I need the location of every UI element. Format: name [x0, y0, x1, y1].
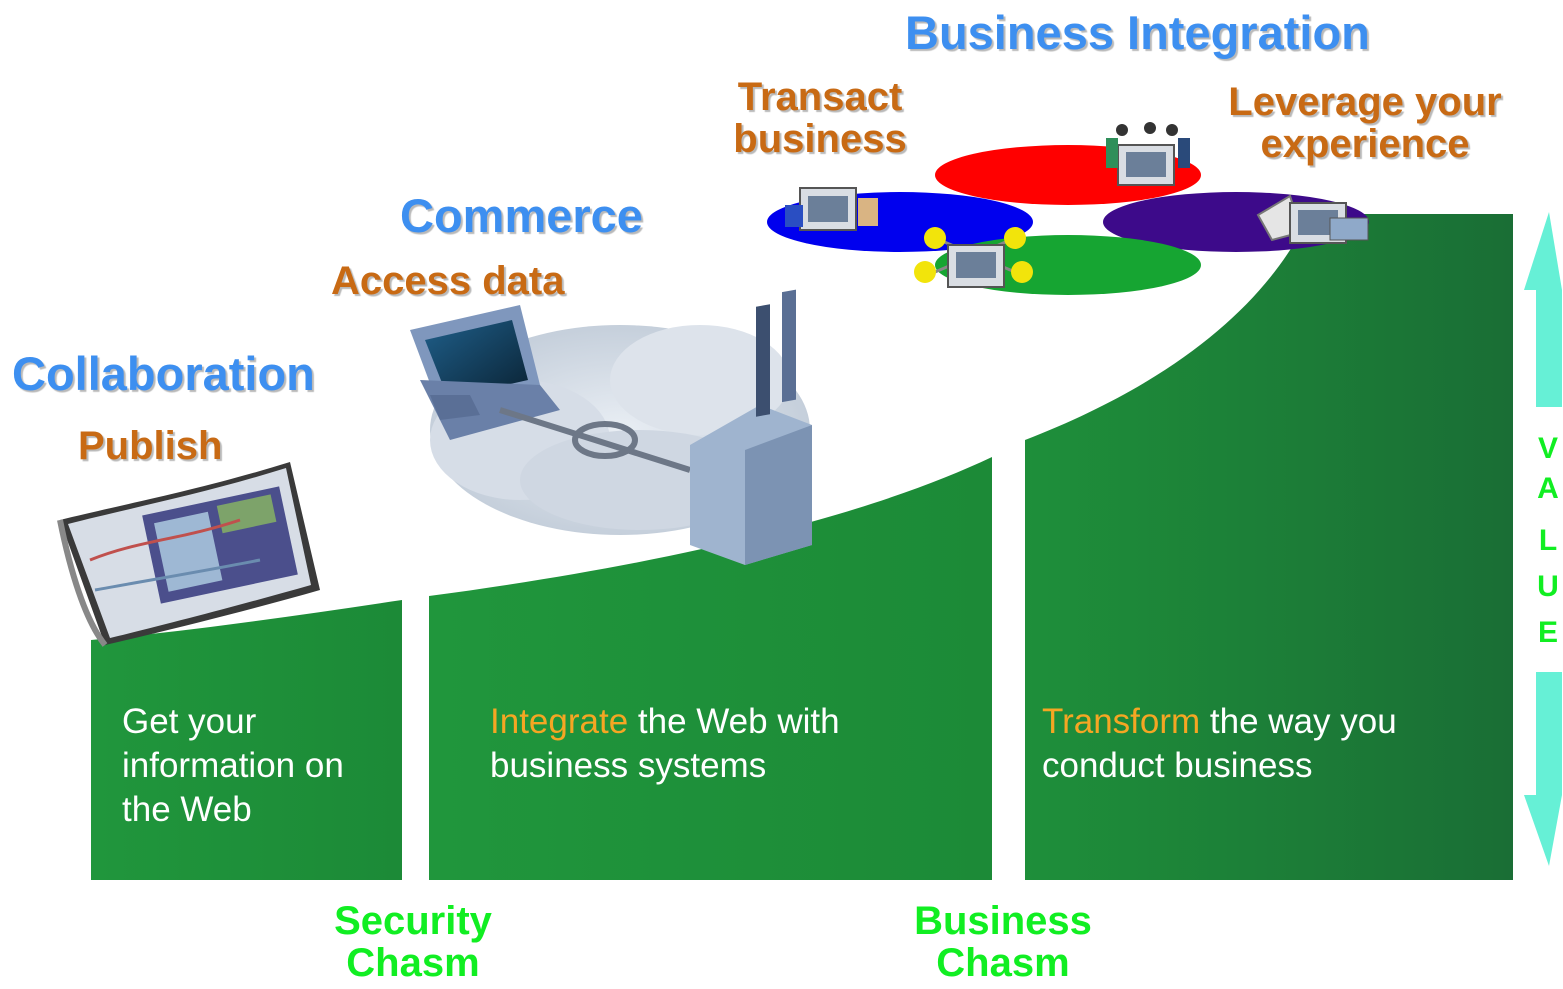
description-line: information on: [122, 746, 344, 785]
chasm-label-security: Security Chasm: [315, 900, 511, 984]
value-arrow-down: [1524, 672, 1562, 866]
chasm-line: Chasm: [346, 941, 480, 985]
stage-title-business-integration: Business Integration: [905, 6, 1370, 59]
stage-area-business-integration: [1025, 214, 1513, 880]
description-text: the way you: [1200, 702, 1397, 741]
stage-action-publish: Publish: [78, 424, 223, 468]
stage-area-commerce: [429, 457, 992, 880]
stage-action-access-data: Access data: [331, 259, 565, 303]
description-commerce: Integrate the Web with business systems: [490, 700, 840, 788]
web-page-illustration: [57, 462, 320, 647]
value-axis-letter: L: [1538, 524, 1558, 557]
stage-action-leverage-experience: Leverage your experience: [1215, 81, 1515, 165]
computer-icon-right: [1256, 194, 1369, 244]
chasm-line: Security: [334, 899, 492, 943]
description-text: the Web with: [628, 702, 840, 741]
value-axis-letter: A: [1537, 472, 1559, 505]
value-axis-letter: E: [1537, 616, 1559, 649]
action-line: Transact: [737, 75, 903, 119]
chasm-line: Chasm: [936, 941, 1070, 985]
description-line: business systems: [490, 746, 767, 785]
description-line: Transform the way you: [1042, 700, 1397, 744]
value-axis-letter: V: [1537, 432, 1559, 465]
stage-action-transact-business: Transact business: [725, 76, 915, 160]
network-connector: [499, 407, 691, 473]
action-line: business: [733, 117, 907, 161]
stage-area-collaboration: [91, 600, 402, 880]
description-collaboration: Get your information on the Web: [122, 700, 344, 832]
chasm-label-business: Business Chasm: [900, 900, 1106, 984]
verb-highlight: Transform: [1042, 702, 1201, 741]
action-line: Leverage your: [1228, 80, 1502, 124]
chasm-line: Business: [914, 899, 1092, 943]
desktop-computer-illustration: [410, 305, 560, 440]
computer-icon-top: [1106, 122, 1190, 186]
stage-title-collaboration: Collaboration: [12, 347, 315, 400]
description-business-integration: Transform the way you conduct business: [1042, 700, 1397, 788]
description-line: Get your: [122, 702, 257, 741]
value-arrow-up: [1524, 212, 1562, 407]
action-line: experience: [1260, 122, 1470, 166]
description-line: conduct business: [1042, 746, 1313, 785]
verb-highlight: Integrate: [490, 702, 629, 741]
server-tower-illustration: [690, 289, 812, 565]
stage-title-commerce: Commerce: [400, 189, 643, 242]
value-axis-letter: U: [1537, 570, 1559, 603]
computer-icon-left: [785, 187, 878, 231]
computer-icon-bottom: [914, 227, 1033, 288]
description-line: the Web: [122, 790, 252, 829]
description-line: Integrate the Web with: [490, 700, 840, 744]
